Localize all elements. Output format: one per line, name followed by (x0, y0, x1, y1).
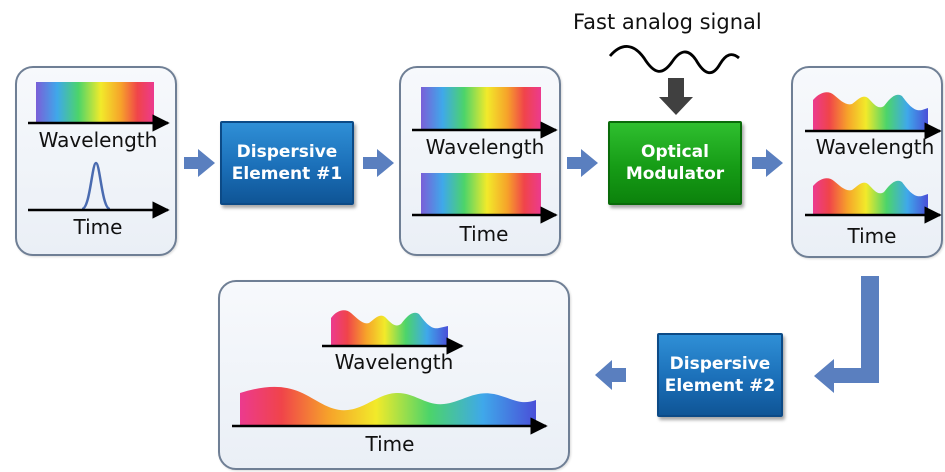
modulated-time-spectrum (813, 178, 928, 214)
dispersive-element-2-block: Dispersive Element #2 (657, 333, 783, 417)
dispersed-time-label: Time (459, 222, 509, 246)
flow-arrow-2 (363, 149, 394, 177)
flow-arrow-4 (752, 149, 783, 177)
dispersed-time-spectrum (421, 173, 541, 214)
dispersed-wavelength-label: Wavelength (425, 135, 545, 159)
input-wavelength-label: Wavelength (38, 128, 158, 152)
output-wavelength-spectrum (331, 310, 448, 345)
optical-modulator-block: Optical Modulator (608, 121, 742, 205)
dispersive-element-1-line2: Element #1 (231, 164, 343, 184)
optical-modulator-line1: Optical (641, 142, 709, 162)
analog-signal-waveform (608, 45, 740, 74)
input-spectrum (36, 82, 154, 122)
modulated-wavelength-spectrum (813, 92, 928, 130)
flow-arrow-5 (595, 360, 626, 390)
signal-down-arrow (659, 78, 693, 115)
modulated-wavelength-label: Wavelength (815, 135, 935, 159)
output-wavelength-label: Wavelength (334, 350, 454, 374)
flow-arrow-3 (567, 149, 598, 177)
flow-arrow-elbow (814, 276, 879, 393)
fast-analog-signal-label: Fast analog signal (573, 10, 762, 34)
optical-modulator-line2: Modulator (625, 164, 725, 184)
output-time-label: Time (365, 432, 415, 456)
dispersive-element-1-block: Dispersive Element #1 (220, 121, 354, 205)
input-time-label: Time (73, 215, 123, 239)
input-time-pulse (81, 161, 111, 211)
dispersive-element-1-line1: Dispersive (236, 142, 338, 162)
dispersive-element-2-line1: Dispersive (669, 354, 771, 374)
flow-arrow-1 (184, 149, 215, 177)
output-signal-panel (218, 280, 570, 470)
dispersive-element-2-line2: Element #2 (664, 376, 776, 396)
output-time-waveform (240, 386, 536, 425)
dispersed-spectrum (421, 87, 541, 129)
modulated-time-label: Time (847, 224, 897, 248)
